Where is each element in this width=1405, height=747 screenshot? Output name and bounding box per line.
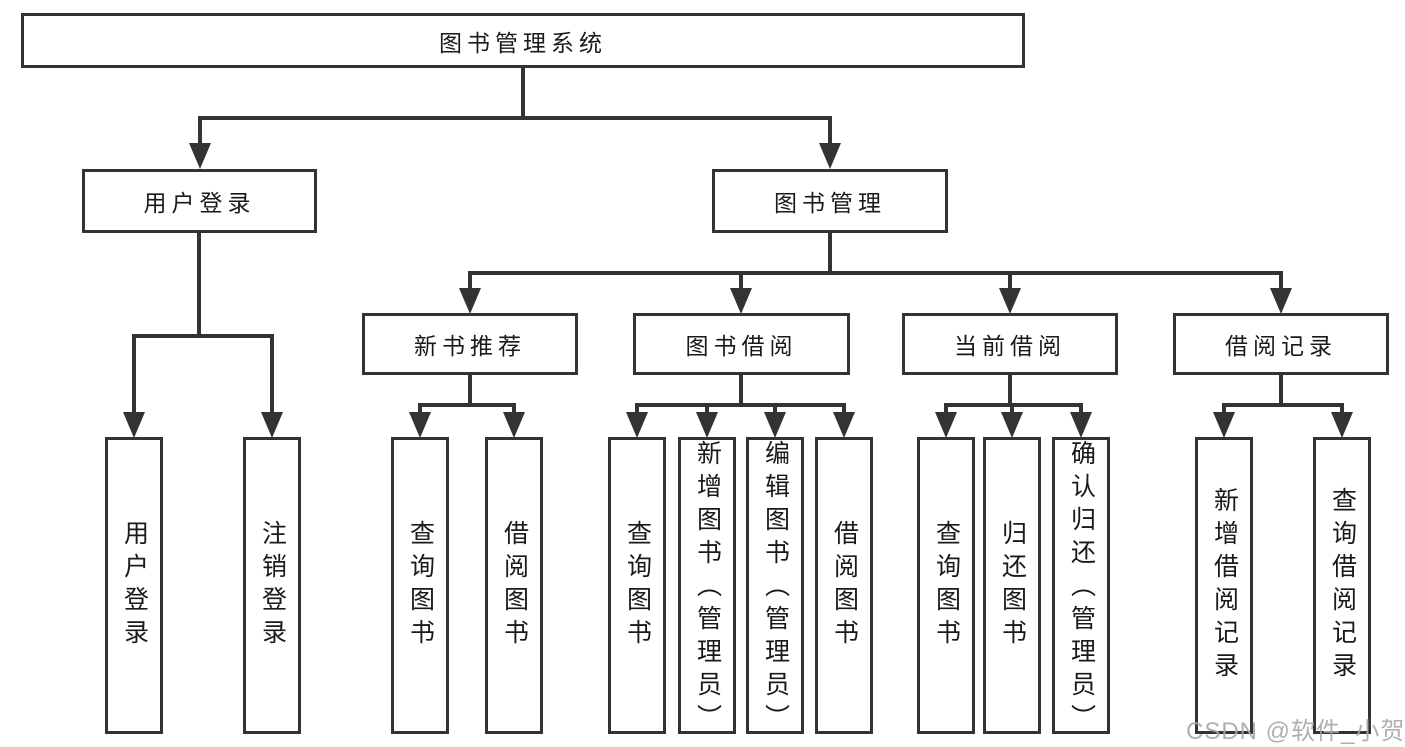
connector-line bbox=[1340, 407, 1344, 415]
connector-line bbox=[197, 233, 201, 336]
arrow-down-icon bbox=[1213, 412, 1235, 438]
leaf-query-borrow-record: 查询借阅记录 bbox=[1313, 437, 1371, 734]
leaf-user-login: 用户登录 bbox=[105, 437, 163, 734]
node-current-borrowing: 当前借阅 bbox=[902, 313, 1118, 375]
leaf-query-books-recommend: 查询图书 bbox=[391, 437, 449, 734]
connector-line bbox=[270, 338, 274, 412]
node-book-management: 图书管理 bbox=[712, 169, 948, 233]
connector-line bbox=[468, 375, 472, 405]
leaf-borrow-books-borrowing: 借阅图书 bbox=[815, 437, 873, 734]
connector-line bbox=[944, 407, 948, 415]
connector-line bbox=[1010, 407, 1014, 415]
arrow-down-icon bbox=[459, 288, 481, 314]
leaf-query-books-borrowing: 查询图书 bbox=[608, 437, 666, 734]
leaf-logout-login: 注销登录 bbox=[243, 437, 301, 734]
connector-line bbox=[198, 120, 202, 144]
arrow-down-icon bbox=[261, 412, 283, 438]
connector-line bbox=[512, 407, 516, 415]
arrow-down-icon bbox=[123, 412, 145, 438]
arrow-down-icon bbox=[819, 143, 841, 169]
arrow-down-icon bbox=[626, 412, 648, 438]
connector-line bbox=[198, 116, 832, 120]
arrow-down-icon bbox=[1270, 288, 1292, 314]
arrow-down-icon bbox=[503, 412, 525, 438]
connector-line bbox=[1008, 275, 1012, 289]
connector-line bbox=[828, 120, 832, 144]
connector-line bbox=[132, 338, 136, 412]
arrow-down-icon bbox=[833, 412, 855, 438]
connector-line bbox=[739, 375, 743, 405]
arrow-down-icon bbox=[1001, 412, 1023, 438]
node-root: 图书管理系统 bbox=[21, 13, 1025, 68]
connector-line bbox=[1279, 275, 1283, 289]
arrow-down-icon bbox=[730, 288, 752, 314]
arrow-down-icon bbox=[999, 288, 1021, 314]
leaf-borrow-books-recommend: 借阅图书 bbox=[485, 437, 543, 734]
connector-line bbox=[418, 403, 516, 407]
connector-line bbox=[944, 403, 1083, 407]
arrow-down-icon bbox=[409, 412, 431, 438]
node-borrowing-records: 借阅记录 bbox=[1173, 313, 1389, 375]
connector-line bbox=[132, 334, 274, 338]
connector-line bbox=[1079, 407, 1083, 415]
connector-line bbox=[1279, 375, 1283, 405]
node-user-login: 用户登录 bbox=[82, 169, 317, 233]
node-book-borrowing: 图书借阅 bbox=[633, 313, 850, 375]
csdn-watermark: CSDN @软件_小贺同学 bbox=[1186, 718, 1405, 745]
arrow-down-icon bbox=[1331, 412, 1353, 438]
connector-line bbox=[773, 407, 777, 415]
leaf-query-books-current: 查询图书 bbox=[917, 437, 975, 734]
connector-line bbox=[468, 271, 1283, 275]
arrow-down-icon bbox=[189, 143, 211, 169]
connector-line bbox=[635, 403, 846, 407]
connector-line bbox=[468, 275, 472, 289]
arrow-down-icon bbox=[764, 412, 786, 438]
arrow-down-icon bbox=[935, 412, 957, 438]
node-new-book-recommendation: 新书推荐 bbox=[362, 313, 578, 375]
leaf-add-books-admin: 新增图书（管理员） bbox=[678, 437, 736, 737]
connector-line bbox=[1008, 375, 1012, 405]
connector-line bbox=[1222, 407, 1226, 415]
connector-line bbox=[705, 407, 709, 415]
connector-line bbox=[1222, 403, 1344, 407]
leaf-return-books: 归还图书 bbox=[983, 437, 1041, 734]
connector-line bbox=[828, 233, 832, 273]
connector-line bbox=[521, 68, 525, 120]
leaf-edit-books-admin: 编辑图书（管理员） bbox=[746, 437, 804, 737]
arrow-down-icon bbox=[696, 412, 718, 438]
leaf-add-borrow-record: 新增借阅记录 bbox=[1195, 437, 1253, 734]
leaf-confirm-return-admin: 确认归还（管理员） bbox=[1052, 437, 1110, 737]
connector-line bbox=[418, 407, 422, 415]
arrow-down-icon bbox=[1070, 412, 1092, 438]
connector-line bbox=[842, 407, 846, 415]
connector-line bbox=[635, 407, 639, 415]
connector-line bbox=[739, 275, 743, 289]
